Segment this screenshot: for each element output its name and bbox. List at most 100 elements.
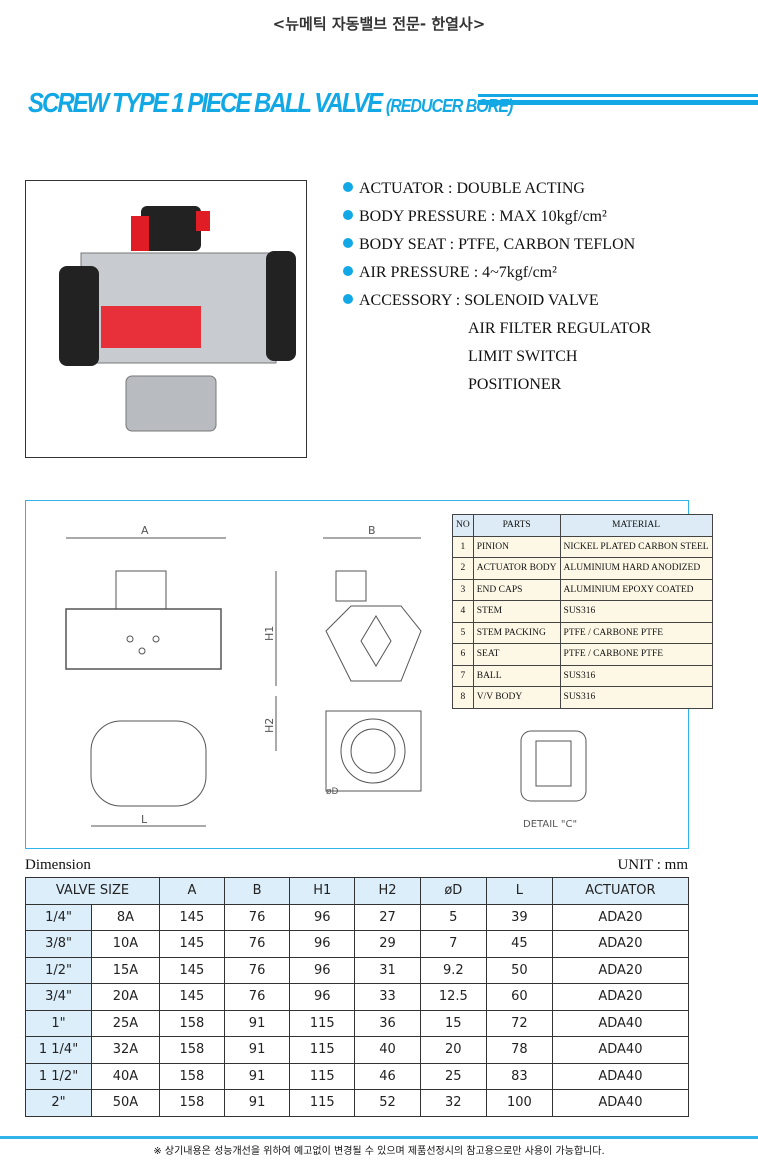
spec-text: BODY SEAT : PTFE, CARBON TEFLON — [359, 236, 636, 253]
table-cell: 145 — [158, 956, 225, 984]
table-cell: 8 — [452, 686, 474, 709]
table-cell: ACTUATOR BODY — [472, 557, 561, 580]
col-header: NO — [452, 514, 474, 537]
product-title: SCREW TYPE 1 PIECE BALL VALVE (REDUCER B… — [28, 88, 513, 120]
table-cell: BALL — [472, 664, 561, 687]
spec-item: BODY SEAT : PTFE, CARBON TEFLON — [343, 236, 635, 254]
dimension-label: Dimension — [25, 857, 91, 873]
table-cell: 76 — [223, 983, 291, 1011]
footer-rule — [0, 1136, 758, 1139]
spec-item: AIR FILTER REGULATOR — [468, 320, 651, 338]
dim-h1-label: H1 — [263, 626, 276, 641]
spec-text: LIMIT SWITCH — [468, 348, 578, 365]
table-cell: 91 — [223, 1036, 291, 1064]
col-header: L — [485, 877, 553, 905]
table-cell: 145 — [158, 903, 225, 931]
product-photo — [25, 180, 307, 458]
spec-item: ACTUATOR : DOUBLE ACTING — [343, 180, 585, 198]
table-cell: 115 — [289, 1089, 356, 1117]
table-cell: V/V BODY — [472, 686, 561, 709]
table-cell: 50 — [485, 956, 553, 984]
table-cell: 145 — [158, 930, 225, 958]
dim-l-label: L — [141, 813, 148, 826]
table-cell: STEM — [472, 600, 561, 623]
table-cell: 158 — [158, 1036, 225, 1064]
table-cell: STEM PACKING — [472, 621, 561, 644]
bullet-icon — [343, 266, 353, 277]
table-cell: SUS316 — [559, 600, 713, 623]
table-cell: 83 — [485, 1062, 553, 1090]
col-header: A — [158, 877, 225, 905]
table-cell: 96 — [289, 956, 356, 984]
table-cell: 91 — [223, 1089, 291, 1117]
table-cell: 96 — [289, 930, 356, 958]
table-cell: ADA20 — [551, 930, 690, 958]
col-header: H1 — [289, 877, 356, 905]
table-cell: 76 — [223, 956, 291, 984]
table-cell: 91 — [223, 1062, 291, 1090]
table-cell: ALUMINIUM EPOXY COATED — [559, 578, 713, 601]
table-cell: SUS316 — [559, 664, 713, 687]
col-header: B — [223, 877, 291, 905]
table-cell: ADA40 — [551, 1062, 690, 1090]
table-cell: 115 — [289, 1036, 356, 1064]
spec-text: ACCESSORY : SOLENOID VALVE — [359, 292, 599, 309]
detail-c-label: DETAIL "C" — [523, 819, 577, 830]
spec-item: BODY PRESSURE : MAX 10kgf/cm² — [343, 208, 607, 226]
table-cell: 15 — [419, 1009, 487, 1037]
title-rule — [478, 94, 758, 97]
table-cell: 52 — [354, 1089, 421, 1117]
table-cell: 25 — [419, 1062, 487, 1090]
title-main: SCREW TYPE 1 PIECE BALL VALVE — [28, 88, 383, 120]
table-cell: 7 — [419, 930, 487, 958]
title-rule — [478, 100, 758, 105]
table-cell: 1 1/2" — [24, 1062, 93, 1090]
table-cell: 50A — [91, 1089, 160, 1117]
table-cell: 158 — [158, 1089, 225, 1117]
spec-item: POSITIONER — [468, 376, 561, 394]
table-cell: ADA20 — [551, 956, 690, 984]
bullet-icon — [343, 210, 353, 221]
table-cell: 78 — [485, 1036, 553, 1064]
table-cell: 91 — [223, 1009, 291, 1037]
spec-text: AIR PRESSURE : 4~7kgf/cm² — [359, 264, 557, 281]
dimension-table: VALVE SIZE A B H1 H2 øD L ACTUATOR 1/4"8… — [24, 877, 690, 1117]
table-cell: 40 — [354, 1036, 421, 1064]
table-cell: 10A — [91, 930, 160, 958]
table-cell: 115 — [289, 1009, 356, 1037]
table-cell: ALUMINIUM HARD ANODIZED — [559, 557, 713, 580]
dim-b-label: B — [368, 524, 376, 537]
table-cell: 9.2 — [419, 956, 487, 984]
table-cell: 1/4" — [24, 903, 93, 931]
table-cell: ADA20 — [551, 903, 690, 931]
table-cell: 20 — [419, 1036, 487, 1064]
table-cell: 5 — [419, 903, 487, 931]
table-cell: PTFE / CARBONE PTFE — [559, 643, 713, 666]
spec-item: AIR PRESSURE : 4~7kgf/cm² — [343, 264, 557, 282]
table-cell: 33 — [354, 983, 421, 1011]
table-cell: 3/4" — [24, 983, 93, 1011]
table-cell: 3/8" — [24, 930, 93, 958]
table-cell: 25A — [91, 1009, 160, 1037]
table-cell: 72 — [485, 1009, 553, 1037]
table-cell: 32 — [419, 1089, 487, 1117]
table-cell: 2 — [452, 557, 474, 580]
table-cell: 158 — [158, 1009, 225, 1037]
table-cell: 145 — [158, 983, 225, 1011]
table-cell: 31 — [354, 956, 421, 984]
table-cell: 1 1/4" — [24, 1036, 93, 1064]
table-cell: NICKEL PLATED CARBON STEEL — [559, 535, 713, 558]
